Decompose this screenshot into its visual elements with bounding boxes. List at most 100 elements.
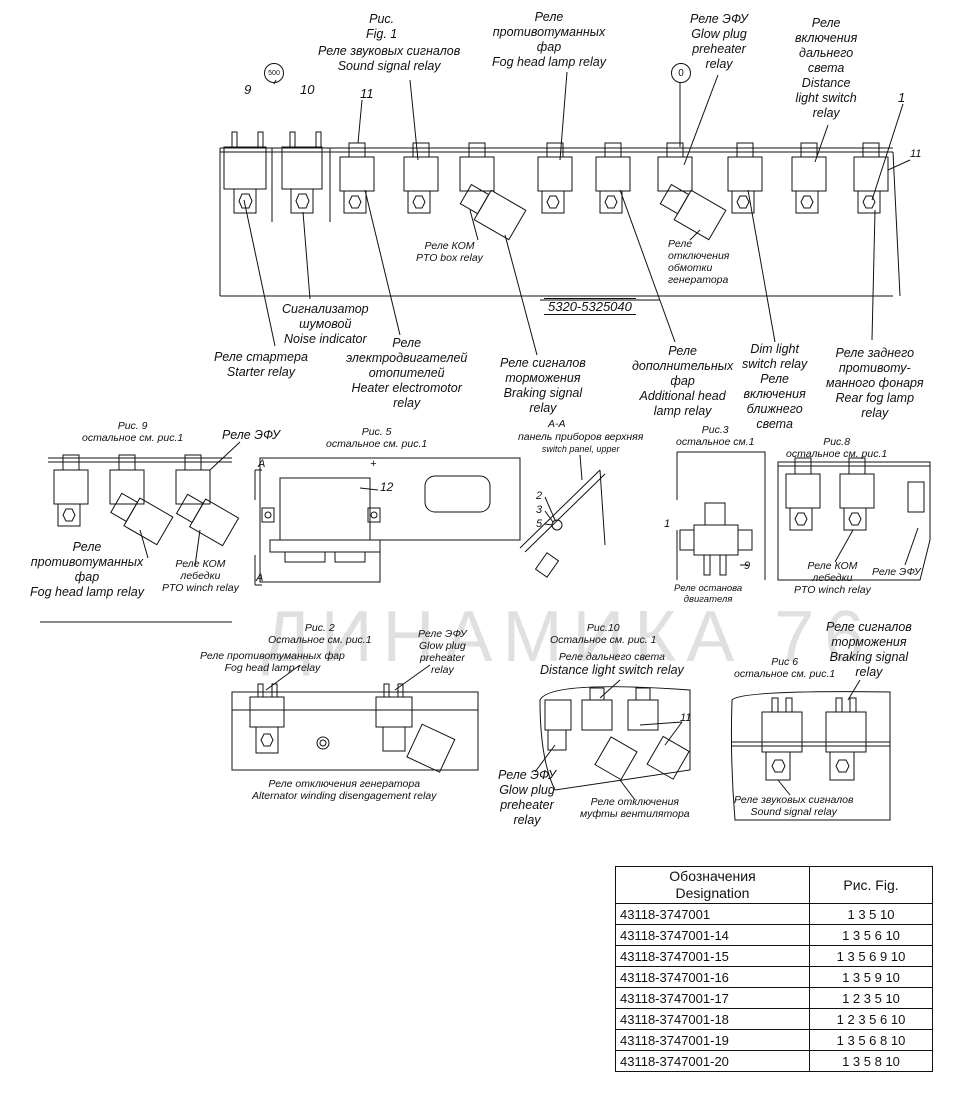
noise-l3: Noise indicator [283, 332, 367, 346]
fig3-callout-9: 9 [744, 560, 751, 572]
pto-relay-en: PTO box relay [416, 252, 483, 264]
fig2-title: Рис. 2 Остальное см. рис.1 [268, 622, 372, 646]
fig3-label-l2: двигателя [683, 594, 733, 605]
fig2-title-l2: Остальное см. рис.1 [268, 634, 372, 646]
fig5-title-l1: Рис. 5 [361, 426, 392, 438]
efu-relay-l1: Реле ЭФУ [690, 12, 748, 26]
gen-off-l3: обмотки [668, 262, 713, 274]
designation-cell: 43118-3747001-17 [615, 987, 810, 1009]
fig6-braking-l2: торможения [831, 635, 907, 649]
fig8-efu-label: Реле ЭФУ [872, 566, 921, 578]
fig10-distance-label: Реле дальнего света Distance light switc… [540, 651, 684, 678]
figs-cell: 1 3 5 9 10 [809, 966, 933, 988]
relay-additional [595, 142, 631, 214]
fig10-efu-l1: Реле ЭФУ [498, 768, 556, 782]
relay-rear-fog [853, 142, 889, 214]
rear-fog-l5: relay [861, 406, 889, 420]
fig5-plus: + [370, 458, 377, 470]
fig9-pto-l1: Реле КОМ [175, 558, 226, 570]
fig9-efu-label: Реле ЭФУ [222, 428, 280, 442]
fog-relay-label: Реле противотуманных фар Fog head lamp r… [492, 10, 606, 70]
fig10-distance-ru: Реле дальнего света [558, 651, 665, 663]
fig2-gen-label: Реле отключения генератора Alternator wi… [252, 778, 436, 802]
dim-relay-label: Dim light switch relay Реле включения бл… [742, 342, 807, 432]
braking-relay-label: Реле сигналов торможения Braking signal … [500, 356, 586, 416]
fig6-title-l2: остальное см. рис.1 [734, 668, 836, 680]
distance-relay-l6: light switch [795, 91, 857, 105]
fog-relay-l4: Fog head lamp relay [492, 55, 606, 69]
figs-cell: 1 3 5 6 10 [809, 924, 933, 946]
relay-pto [459, 142, 527, 241]
noise-l2: шумовой [299, 317, 352, 331]
distance-relay-l4: света [807, 61, 845, 75]
relay-11 [339, 142, 375, 214]
braking-l1: Реле сигналов [500, 356, 586, 370]
section-aa-3: 3 [536, 504, 543, 516]
fig3-title-l1: Рис.3 [701, 424, 729, 436]
heater-relay-label: Реле электродвигателей отопителей Heater… [346, 336, 467, 411]
efu-relay-label: Реле ЭФУ Glow plug preheater relay [690, 12, 748, 72]
fig2-efu-l2: Glow plug [419, 640, 466, 652]
callout-11b: 11 [910, 148, 922, 160]
fig2-title-l1: Рис. 2 [304, 622, 335, 634]
figs-cell: 1 2 3 5 6 10 [809, 1008, 933, 1030]
fig3-title: Рис.3 остальное см.1 [676, 424, 754, 448]
rear-fog-l4: Rear fog lamp [835, 391, 915, 405]
heater-l3: отопителей [368, 366, 445, 380]
heater-l5: relay [393, 396, 421, 410]
efu-relay-l2: Glow plug [691, 27, 747, 41]
fig6-braking-l1: Реле сигналов [826, 620, 912, 634]
fig8-panel [777, 457, 931, 581]
fig2-fog-label: Реле противотуманных фар Fog head lamp r… [200, 650, 345, 674]
relay-distance [791, 142, 827, 214]
relay-9 [223, 131, 267, 214]
fig3-label-l1: Реле останова [674, 583, 743, 594]
fig9-fog-l4: Fog head lamp relay [30, 585, 144, 599]
additional-l2: дополнительных [632, 359, 734, 373]
braking-l3: Braking signal [503, 386, 583, 400]
additional-l1: Реле [668, 344, 697, 358]
dim-l3: Реле [760, 372, 790, 386]
main-relay-panel [219, 147, 901, 301]
fig8-pto-l2: лебедки [812, 572, 853, 584]
fig9-title: Рис. 9 остальное см. рис.1 [82, 420, 183, 444]
fig5-panel [254, 457, 521, 586]
fig9-pto-label: Реле КОМ лебедки PTO winch relay [162, 558, 239, 594]
fig6-braking-l4: relay [855, 665, 883, 679]
gen-off-l4: генератора [668, 274, 729, 286]
relay-10 [281, 131, 323, 214]
section-aa-label: панель приборов верхняя switch panel, up… [518, 431, 643, 455]
fig10-title-l1: Рис.10 [586, 622, 620, 634]
relay-fog [537, 142, 573, 214]
fig10-efu-l3: preheater [500, 798, 554, 812]
fig10-title: Рис.10 Остальное см. рис. 1 [550, 622, 656, 646]
table-header-row: Обозначения Designation Рис. Fig. [615, 866, 933, 904]
fig2-efu-label: Реле ЭФУ Glow plug preheater relay [418, 628, 467, 676]
fig10-distance-en: Distance light switch relay [540, 663, 684, 677]
fig10-fan-label: Реле отключения муфты вентилятора [580, 796, 690, 820]
fig10-panel [534, 679, 691, 801]
fig6-title-l1: Рис 6 [771, 656, 799, 668]
designation-cell: 43118-3747001-14 [615, 924, 810, 946]
fig6-panel [730, 679, 891, 821]
additional-l5: lamp relay [653, 404, 712, 418]
fig10-efu-label: Реле ЭФУ Glow plug preheater relay [498, 768, 556, 828]
fig3-title-l2: остальное см.1 [676, 436, 755, 448]
fig8-pto-label: Реле КОМ лебедки PTO winch relay [794, 560, 871, 596]
fig5-callout-12: 12 [380, 480, 394, 494]
fig6-sound-label: Реле звуковых сигналов Sound signal rela… [734, 794, 854, 818]
rear-fog-l3: манного фонаря [826, 376, 924, 390]
relay-sound [403, 142, 439, 214]
callout-9: 9 [244, 82, 252, 97]
fig6-title: Рис 6 остальное см. рис.1 [734, 656, 835, 680]
fig2-efu-l3: preheater [419, 652, 465, 664]
rear-fog-l1: Реле заднего [835, 346, 915, 360]
efu-relay-l4: relay [705, 57, 733, 71]
fig9-fog-l1: Реле [72, 540, 102, 554]
fig2-fog-en: Fog head lamp relay [224, 662, 321, 674]
